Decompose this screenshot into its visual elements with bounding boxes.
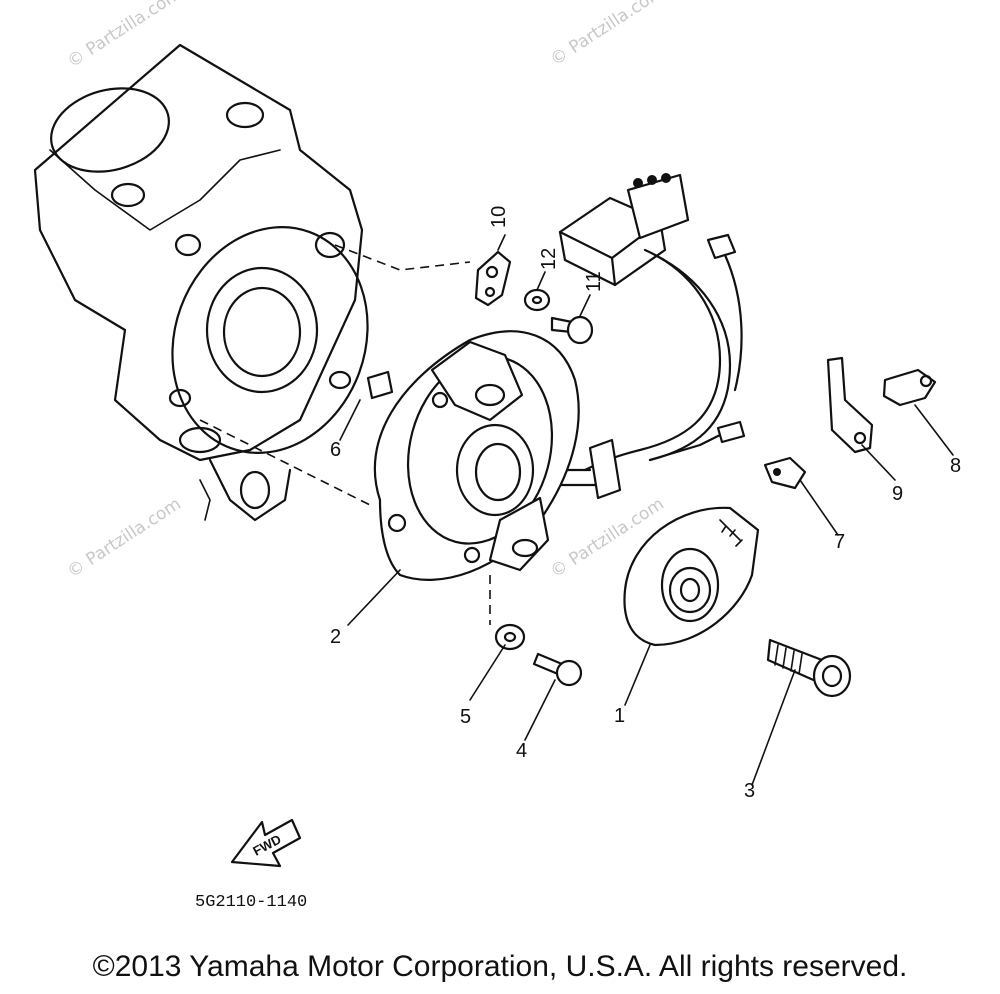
part-1-rotor xyxy=(623,506,760,647)
callout-3: 3 xyxy=(744,780,755,802)
watermark-top-left: © Partzilla.com xyxy=(64,0,185,72)
watermark-top-right: © Partzilla.com xyxy=(547,0,668,70)
callout-1: 1 xyxy=(614,705,625,727)
part-7-clip xyxy=(763,456,807,490)
part-5-washer xyxy=(494,623,526,651)
part-2-stator-assembly xyxy=(373,330,580,581)
callout-8: 8 xyxy=(950,455,961,477)
part-6-pin xyxy=(366,370,394,400)
diagram-code: 5G2110-1140 xyxy=(195,893,307,912)
leader-lines xyxy=(339,234,954,786)
copyright-notice: ©2013 Yamaha Motor Corporation, U.S.A. A… xyxy=(92,950,908,983)
part-10-plate xyxy=(474,250,512,307)
callout-11: 11 xyxy=(583,271,605,292)
crankcase-illustration xyxy=(33,43,369,522)
part-3-bolt xyxy=(766,638,852,698)
part-8-clamp xyxy=(882,368,937,407)
callout-2: 2 xyxy=(330,626,341,648)
forward-arrow-icon: FWD xyxy=(230,818,302,868)
callout-5: 5 xyxy=(460,706,471,728)
part-4-screw xyxy=(532,652,583,687)
part-12-washer xyxy=(523,288,551,312)
wiring-connector-block xyxy=(558,173,737,287)
callout-7: 7 xyxy=(834,531,845,553)
callout-4: 4 xyxy=(516,740,527,762)
callout-6: 6 xyxy=(330,439,341,461)
callout-9: 9 xyxy=(892,483,903,505)
part-11-screw xyxy=(550,315,594,345)
part-9-bracket xyxy=(826,356,874,454)
watermark-mid-left: © Partzilla.com xyxy=(64,494,185,582)
callout-10: 10 xyxy=(488,206,510,228)
callout-12: 12 xyxy=(538,248,560,270)
